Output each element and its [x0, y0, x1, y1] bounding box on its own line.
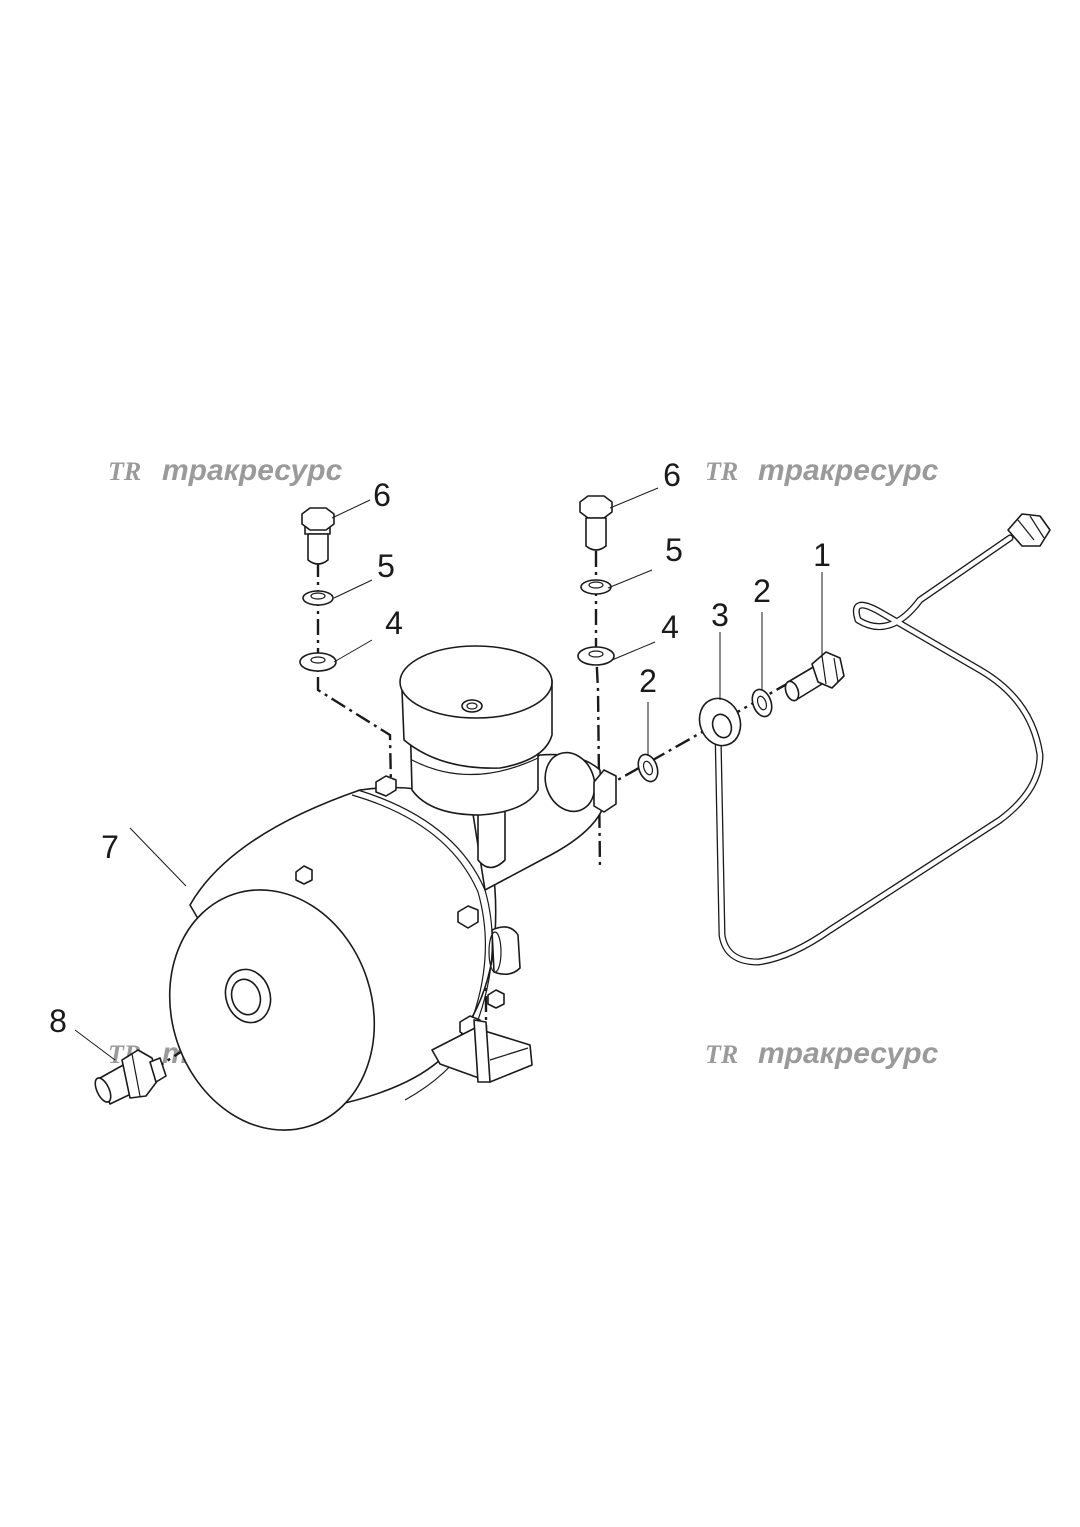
watermark-top-right: TR тракресурс	[705, 454, 939, 487]
callout-7-reservoir: 7	[101, 829, 119, 865]
side-port	[488, 926, 521, 976]
rim-bolt	[487, 989, 505, 1009]
callout-4-flat-washer-right: 4	[661, 609, 679, 645]
flat-washer-right	[577, 646, 615, 666]
mounting-bracket	[431, 1019, 533, 1083]
callout-6-bolt-left: 6	[373, 477, 391, 513]
sealing-washer-left	[637, 753, 659, 783]
watermark-text: тракресурс	[758, 1037, 939, 1070]
callout-1-banjo-bolt: 1	[813, 537, 831, 573]
flat-washer-left	[299, 652, 337, 672]
callout-6-bolt-right: 6	[663, 457, 681, 493]
callout-2-washer-left: 2	[639, 663, 657, 699]
lock-washer-right	[580, 579, 612, 595]
bolt-right	[579, 495, 613, 551]
callout-4-flat-washer-left: 4	[385, 605, 403, 641]
reservoir-cylinder	[168, 775, 505, 1131]
callout-5-lock-washer-right: 5	[665, 532, 683, 568]
banjo-fitting	[698, 697, 742, 747]
valve-housing	[399, 645, 617, 891]
drain-valve	[94, 1049, 167, 1105]
pipe-end-nut	[1007, 513, 1051, 547]
watermark-top-left: TR тракресурс	[108, 454, 343, 487]
watermark-text: тракресурс	[758, 454, 939, 487]
callout-labels: 1 2 3 2 4 5 6 4 5 6 7 8	[49, 457, 831, 1039]
watermark-bottom-right: TR тракресурс	[705, 1037, 939, 1070]
watermark-text: тракресурс	[162, 454, 343, 487]
rim-bolt	[375, 775, 397, 797]
watermark-logo: TR	[108, 457, 141, 486]
banjo-bolt	[784, 651, 845, 702]
valve-nut	[593, 769, 617, 813]
lock-washer-left	[302, 590, 334, 606]
callout-3-banjo-fitting: 3	[711, 597, 729, 633]
watermark-logo: TR	[705, 457, 738, 486]
rim-bolt	[295, 865, 313, 885]
watermark-logo: TR	[705, 1040, 738, 1069]
leader-lines	[74, 487, 823, 1061]
callout-8-drain-valve: 8	[49, 1003, 67, 1039]
bolt-left	[301, 507, 335, 565]
rim-bolt	[457, 905, 479, 929]
brake-pipe	[714, 513, 1051, 966]
callout-2-washer-right: 2	[753, 573, 771, 609]
callout-5-lock-washer-left: 5	[377, 548, 395, 584]
sealing-washer-right	[751, 688, 773, 718]
